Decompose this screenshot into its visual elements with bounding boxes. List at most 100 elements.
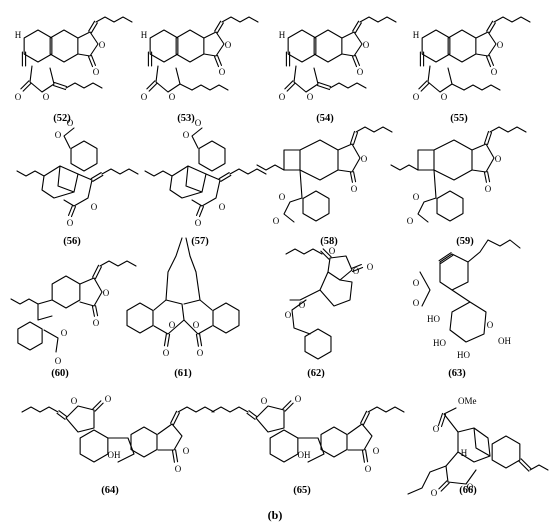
exocyclic-alkene bbox=[354, 22, 362, 34]
cyclohexadiene-ring-right bbox=[212, 302, 240, 334]
carbonyl-bond bbox=[354, 54, 361, 66]
carbonyl-oxygen: O bbox=[367, 262, 374, 272]
exocyclic-alkene bbox=[56, 412, 66, 420]
bicyclic-ring bbox=[439, 253, 469, 291]
cyclohexadiene-ring-left bbox=[126, 302, 154, 334]
carbonyl-bond bbox=[488, 54, 495, 66]
carbonyl-oxygen: O bbox=[413, 92, 420, 102]
cyclohexene-ring bbox=[447, 29, 477, 63]
hydroxyl: HO bbox=[433, 338, 446, 348]
propyl-chain bbox=[10, 298, 39, 305]
spiro-bond bbox=[299, 169, 303, 199]
carbonyl-bond bbox=[213, 56, 220, 68]
exocyclic-alkene bbox=[486, 20, 494, 32]
cyclohexane-ring bbox=[130, 426, 158, 458]
exocyclic-alkene bbox=[172, 412, 180, 426]
compound-label-62: (62) bbox=[307, 368, 325, 379]
hydroxyl: HO bbox=[457, 350, 470, 360]
carbonyl-oxygen: O bbox=[485, 184, 492, 194]
spiro-bond bbox=[433, 169, 437, 199]
lactone-ring bbox=[157, 423, 183, 451]
butylidene-chain bbox=[359, 16, 397, 23]
carbonyl-oxygen: O bbox=[219, 67, 226, 77]
propyl-chain bbox=[390, 164, 419, 171]
exocyclic-alkene bbox=[248, 410, 258, 418]
pentyl-chain bbox=[467, 239, 521, 263]
ring-oxygen: O bbox=[307, 92, 314, 102]
cyclohexane-ring bbox=[299, 139, 339, 181]
carbonyl-bond bbox=[483, 171, 487, 183]
ring-oxygen: O bbox=[61, 328, 68, 338]
ring-oxygen: O bbox=[91, 202, 98, 212]
exocyclic-alkene bbox=[316, 84, 331, 91]
carbonyl-bond bbox=[351, 56, 358, 68]
cage-bridge bbox=[473, 427, 491, 457]
carbonyl-bond bbox=[438, 480, 448, 490]
compound-label-60: (60) bbox=[51, 368, 69, 379]
carbonyl-bond bbox=[420, 82, 430, 92]
cyclohexene-ring bbox=[313, 29, 343, 63]
exocyclic-alkene bbox=[320, 250, 330, 260]
exocyclic-alkene bbox=[170, 410, 178, 424]
carbonyl-oxygen: O bbox=[175, 464, 182, 474]
exocyclic-alkene bbox=[246, 412, 256, 420]
upper-lactone-ring bbox=[475, 31, 497, 57]
carbonyl-bond bbox=[353, 171, 357, 183]
carbonyl-oxygen: O bbox=[105, 394, 112, 404]
carbonyl-oxygen: O bbox=[413, 278, 420, 288]
ring-oxygen: O bbox=[103, 288, 110, 298]
exocyclic-alkene bbox=[216, 22, 224, 34]
carbonyl-bond bbox=[361, 449, 365, 463]
bond bbox=[451, 83, 465, 91]
bond bbox=[179, 83, 193, 91]
compound-label-53: (53) bbox=[177, 113, 195, 124]
bicyclic-cage bbox=[319, 271, 353, 307]
ring-oxygen: O bbox=[193, 320, 200, 330]
carbonyl-bond bbox=[146, 80, 156, 90]
lactone-ring bbox=[347, 423, 373, 451]
carbonyl-oxygen: O bbox=[93, 318, 100, 328]
carbonyl-oxygen: O bbox=[295, 394, 302, 404]
lactone-ring bbox=[65, 405, 95, 433]
ring-oxygen: O bbox=[353, 266, 360, 276]
exocyclic-alkene bbox=[520, 458, 532, 470]
butyl-chain bbox=[407, 465, 447, 495]
ring-oxygen: O bbox=[363, 40, 370, 50]
lactone-ring bbox=[255, 405, 285, 433]
ring-oxygen: O bbox=[225, 40, 232, 50]
lactone-ring bbox=[283, 197, 303, 223]
exocyclic-alkene bbox=[53, 81, 68, 88]
exocyclic-alkene bbox=[483, 130, 490, 145]
exocyclic-alkene bbox=[322, 248, 332, 258]
lactone-ring bbox=[417, 197, 437, 223]
lower-lactone-ring bbox=[29, 65, 55, 93]
carbonyl-bond bbox=[199, 333, 203, 347]
structures-layer: OOOOHOOOOHOOOOHOOOOHOOOOOOOOOOOOOOOOOOOO… bbox=[10, 16, 549, 498]
carbonyl-oxygen: O bbox=[67, 118, 74, 128]
lactone-ring bbox=[291, 299, 311, 335]
cyclohexane-ring bbox=[491, 435, 521, 469]
ring-oxygen: O bbox=[299, 300, 306, 310]
butylidene-chain bbox=[355, 126, 393, 133]
lactone-ring bbox=[63, 127, 75, 149]
carbonyl-bond bbox=[92, 400, 102, 410]
ring-oxygen: O bbox=[261, 396, 268, 406]
carbonyl-oxygen: O bbox=[279, 92, 286, 102]
lactone-ring bbox=[43, 329, 59, 353]
lactone-ring bbox=[191, 127, 203, 149]
exocyclic-alkene bbox=[362, 412, 370, 426]
butylidene-chain bbox=[65, 82, 103, 89]
lactone-ring bbox=[445, 451, 477, 485]
exocyclic-alkene bbox=[58, 410, 68, 418]
exocyclic-alkene bbox=[94, 266, 102, 280]
carbonyl-bond bbox=[175, 449, 179, 463]
exocyclic-alkene bbox=[88, 20, 96, 32]
